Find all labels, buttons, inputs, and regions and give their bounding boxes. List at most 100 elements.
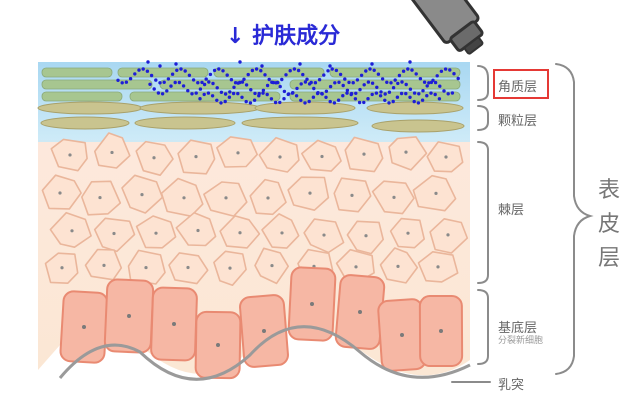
ingredient-dot [326, 69, 330, 73]
ingredient-dot [307, 82, 312, 86]
ingredient-dot [261, 91, 265, 95]
cell-nucleus [110, 150, 114, 155]
ingredient-dot [427, 81, 431, 85]
heading-text: 护肤成分 [252, 24, 341, 49]
ingredient-dot [207, 80, 211, 84]
ingredient-dot [278, 100, 282, 105]
cell-nucleus [354, 265, 358, 269]
ingredient-dot [190, 92, 194, 96]
ingredient-dot [334, 68, 339, 73]
ingredient-dot [355, 78, 360, 82]
cell-nucleus [262, 329, 266, 333]
ingredient-dot [158, 64, 162, 68]
ingredient-dot [282, 97, 286, 101]
ingredient-dot [202, 82, 207, 87]
ingredient-dot [408, 87, 413, 91]
ingredient-dot [410, 68, 414, 72]
cell-nucleus [436, 265, 440, 269]
ingredient-dot [362, 100, 366, 105]
basal-cells [59, 266, 464, 380]
ingredient-dot [366, 97, 370, 101]
ingredient-dot [307, 99, 311, 104]
ingredient-dot [236, 81, 240, 85]
ingredient-dot [448, 68, 452, 72]
ingredient-dot [395, 95, 400, 99]
ingredient-dot [401, 69, 406, 73]
cell-nucleus [68, 153, 72, 157]
ingredient-dot [250, 68, 255, 73]
ingredient-dot [298, 62, 302, 66]
ingredient-dot [124, 80, 129, 84]
cell-nucleus [194, 155, 198, 159]
ingredient-dot [292, 67, 297, 71]
cell-nucleus [320, 154, 324, 159]
ingredient-dot [282, 89, 287, 94]
ingredient-dot [227, 95, 232, 99]
ingredient-dot [210, 94, 215, 98]
ingredient-dot [290, 91, 295, 95]
ingredient-dot [303, 80, 308, 84]
ingredient-dot [312, 86, 316, 91]
ingredient-dot [443, 67, 448, 71]
ingredient-dot [349, 92, 353, 97]
ingredient-dot [265, 92, 269, 97]
cell-nucleus [270, 263, 274, 268]
ingredient-dot [186, 89, 190, 93]
ingredient-dot [336, 98, 341, 102]
ingredient-dot [333, 81, 337, 85]
ingredient-dot [429, 80, 434, 85]
ingredient-dot [359, 73, 364, 78]
label-stratum-corneum: 角质层 [498, 80, 538, 95]
cell-nucleus [98, 195, 102, 200]
ingredient-dot [372, 68, 376, 73]
cell-nucleus [144, 265, 148, 270]
ingredient-dot [301, 72, 305, 77]
ingredient-dot [353, 97, 358, 101]
ingredient-dot [221, 69, 225, 73]
ingredient-dot [166, 77, 171, 81]
ingredient-dot [152, 87, 156, 91]
ingredient-dot [324, 95, 328, 100]
ingredient-dot [259, 69, 263, 73]
ingredient-dot [236, 91, 240, 96]
ingredient-dot [417, 92, 421, 96]
ingredient-dot [330, 67, 334, 71]
label-stratum-granulosum: 颗粒层 [498, 114, 538, 129]
cell-nucleus [224, 196, 228, 200]
ingredient-dot [223, 92, 228, 96]
ingredient-dots [116, 60, 460, 105]
ingredient-dot [387, 101, 391, 105]
spinous-cell [261, 213, 300, 249]
heading: ↓ 护肤成分 [226, 18, 340, 50]
ingredient-dot [296, 68, 301, 73]
ingredient-dot [456, 76, 460, 81]
ingredient-dot [265, 83, 270, 88]
cell-nucleus [172, 322, 176, 326]
ingredient-dot [385, 80, 389, 85]
ingredient-dot [198, 97, 202, 101]
ingredient-dot [179, 67, 183, 71]
ingredient-dot [418, 77, 423, 81]
ingredient-dot [396, 81, 400, 86]
spinous-cell [287, 176, 330, 211]
ingredient-dot [270, 80, 274, 85]
ingredient-dot [337, 80, 341, 85]
cell-nucleus [434, 191, 438, 195]
ingredient-dot [238, 60, 242, 64]
ingredient-dot [173, 80, 177, 85]
ingredient-dot [375, 85, 379, 90]
ingredient-dot [421, 89, 425, 93]
ingredient-dot [433, 92, 437, 97]
dropper-icon [406, 0, 484, 55]
ingredient-dot [200, 80, 204, 85]
ingredient-dot [351, 81, 355, 85]
ingredient-dot [252, 98, 257, 102]
ingredient-dot [248, 101, 253, 105]
ingredient-dot [354, 91, 358, 96]
spinous-cell [41, 174, 82, 210]
cell-nucleus [236, 151, 240, 155]
label-stratum-spinosum: 棘层 [498, 203, 525, 218]
ingredient-dot [328, 99, 332, 104]
ingredient-dot [391, 86, 396, 90]
ingredient-dot [194, 91, 198, 95]
